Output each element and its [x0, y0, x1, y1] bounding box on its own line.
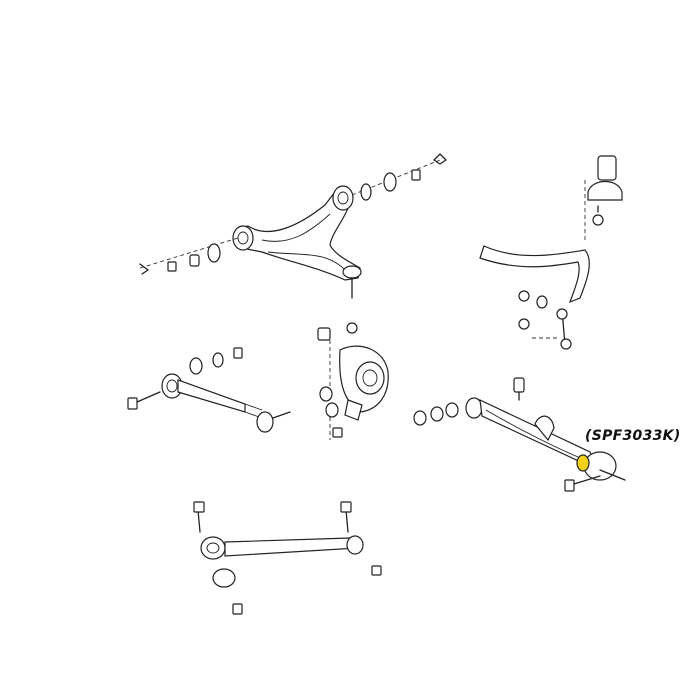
- upper-control-arm: [232, 185, 362, 299]
- highlighted-bushing-spf3033k: [576, 454, 590, 472]
- lateral-adjustable-link: [127, 347, 291, 433]
- part-number-label: (SPF3033K): [585, 428, 681, 444]
- upper-arm-front-hardware: [139, 237, 239, 275]
- stabilizer-bar: [479, 155, 623, 350]
- knuckle-hub: [317, 322, 389, 440]
- lower-rear-arm: [193, 501, 382, 615]
- upper-arm-rear-hardware: [351, 153, 447, 201]
